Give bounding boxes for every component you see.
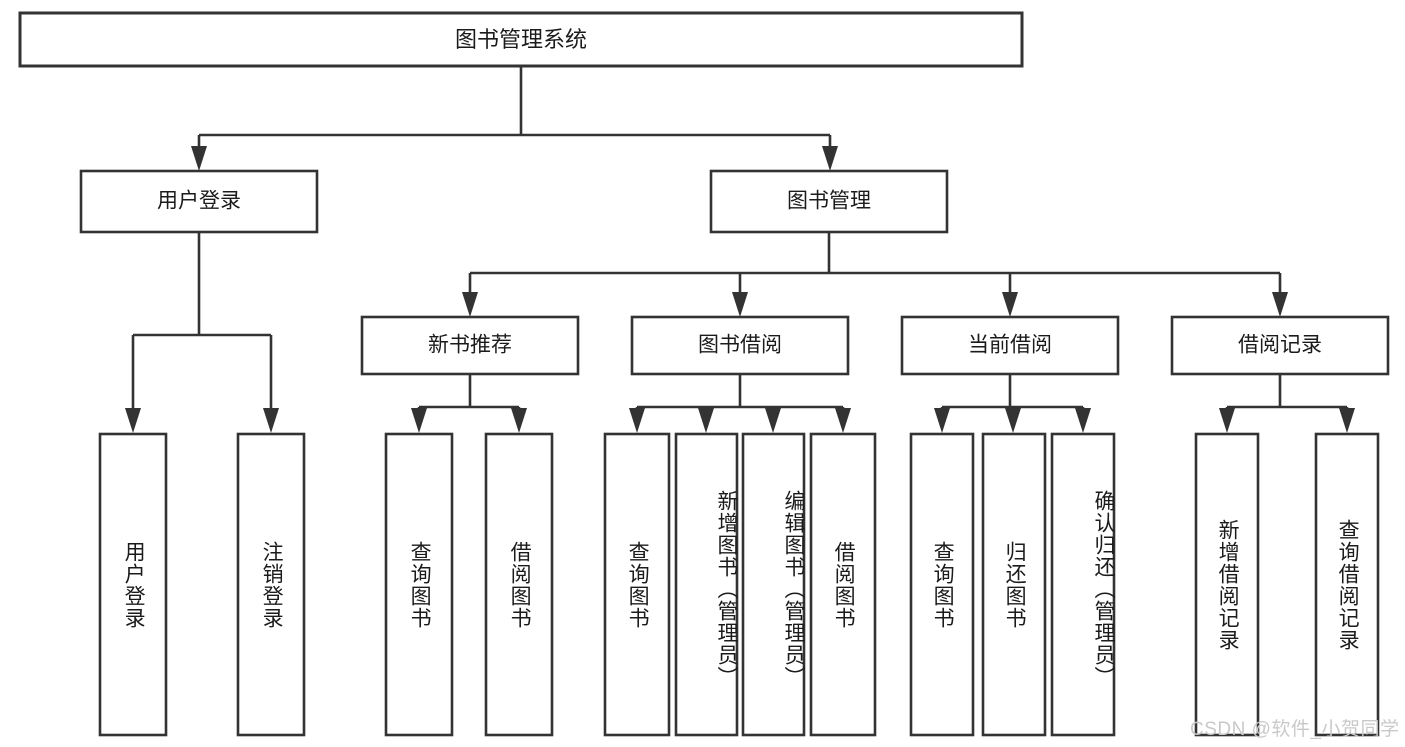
node-user-login-label: 用户登录 <box>157 190 241 213</box>
node-layer: 图书管理系统 用户登录 图书管理 新书推荐 图书借阅 当前借阅 借阅记录 <box>18 11 1390 737</box>
node-borrow-records-label: 借阅记录 <box>1238 334 1322 357</box>
arrowhead-cb-return-book <box>1005 408 1021 433</box>
arrowhead-br-add-record <box>1219 408 1235 433</box>
node-current-borrow[interactable] <box>900 315 1120 376</box>
node-leaf-nb-borrow-book[interactable] <box>484 432 554 737</box>
arrowhead-borrow-records <box>1272 292 1288 317</box>
arrowhead-user-login <box>191 146 207 171</box>
arrowhead-cb-query-book <box>934 408 950 433</box>
arrowhead-new-book-recommend <box>462 292 478 317</box>
node-leaf-bb-query-book[interactable] <box>603 432 671 737</box>
arrowhead-userlogin-l1 <box>125 408 141 433</box>
node-book-management[interactable] <box>709 169 949 234</box>
node-leaf-br-query-record[interactable] <box>1314 432 1380 737</box>
node-borrow-records[interactable] <box>1170 315 1390 376</box>
node-leaf-user-login-login[interactable] <box>98 432 168 737</box>
node-leaf-nb-query-book[interactable] <box>384 432 454 737</box>
node-leaf-cb-return-book[interactable] <box>981 432 1047 737</box>
arrowhead-bb-borrow-book <box>835 408 851 433</box>
node-new-book-recommend-label: 新书推荐 <box>428 334 512 357</box>
node-book-borrow[interactable] <box>630 315 850 376</box>
node-current-borrow-label: 当前借阅 <box>968 334 1052 357</box>
arrowhead-bb-add-book <box>698 408 714 433</box>
node-root-label: 图书管理系统 <box>455 27 587 52</box>
node-leaf-user-login-logout[interactable] <box>236 432 306 737</box>
node-leaf-br-add-record[interactable] <box>1194 432 1260 737</box>
arrowhead-nb-borrow-book <box>511 408 527 433</box>
arrowhead-bb-edit-book <box>765 408 781 433</box>
csdn-watermark: CSDN @软件_小贺同学 <box>1190 719 1400 740</box>
arrowhead-current-borrow <box>1002 292 1018 317</box>
node-root[interactable] <box>18 11 1024 68</box>
arrowhead-cb-confirm-return <box>1075 408 1091 433</box>
node-book-management-label: 图书管理 <box>787 190 871 213</box>
arrowhead-nb-query-book <box>411 408 427 433</box>
edge-layer <box>125 66 1355 433</box>
node-book-borrow-label: 图书借阅 <box>698 334 782 357</box>
arrowhead-userlogin-l2 <box>263 408 279 433</box>
arrowhead-br-query-record <box>1339 408 1355 433</box>
arrowhead-book-borrow <box>732 292 748 317</box>
node-leaf-bb-add-book[interactable] <box>674 432 739 737</box>
arrowhead-book-management <box>822 146 838 171</box>
node-leaf-bb-borrow-book[interactable] <box>809 432 877 737</box>
node-user-login[interactable] <box>79 169 319 234</box>
arrowhead-bb-query-book <box>629 408 645 433</box>
node-leaf-cb-confirm-return[interactable] <box>1050 432 1116 737</box>
node-new-book-recommend[interactable] <box>360 315 580 376</box>
node-leaf-bb-edit-book[interactable] <box>741 432 806 737</box>
node-leaf-cb-query-book[interactable] <box>909 432 975 737</box>
